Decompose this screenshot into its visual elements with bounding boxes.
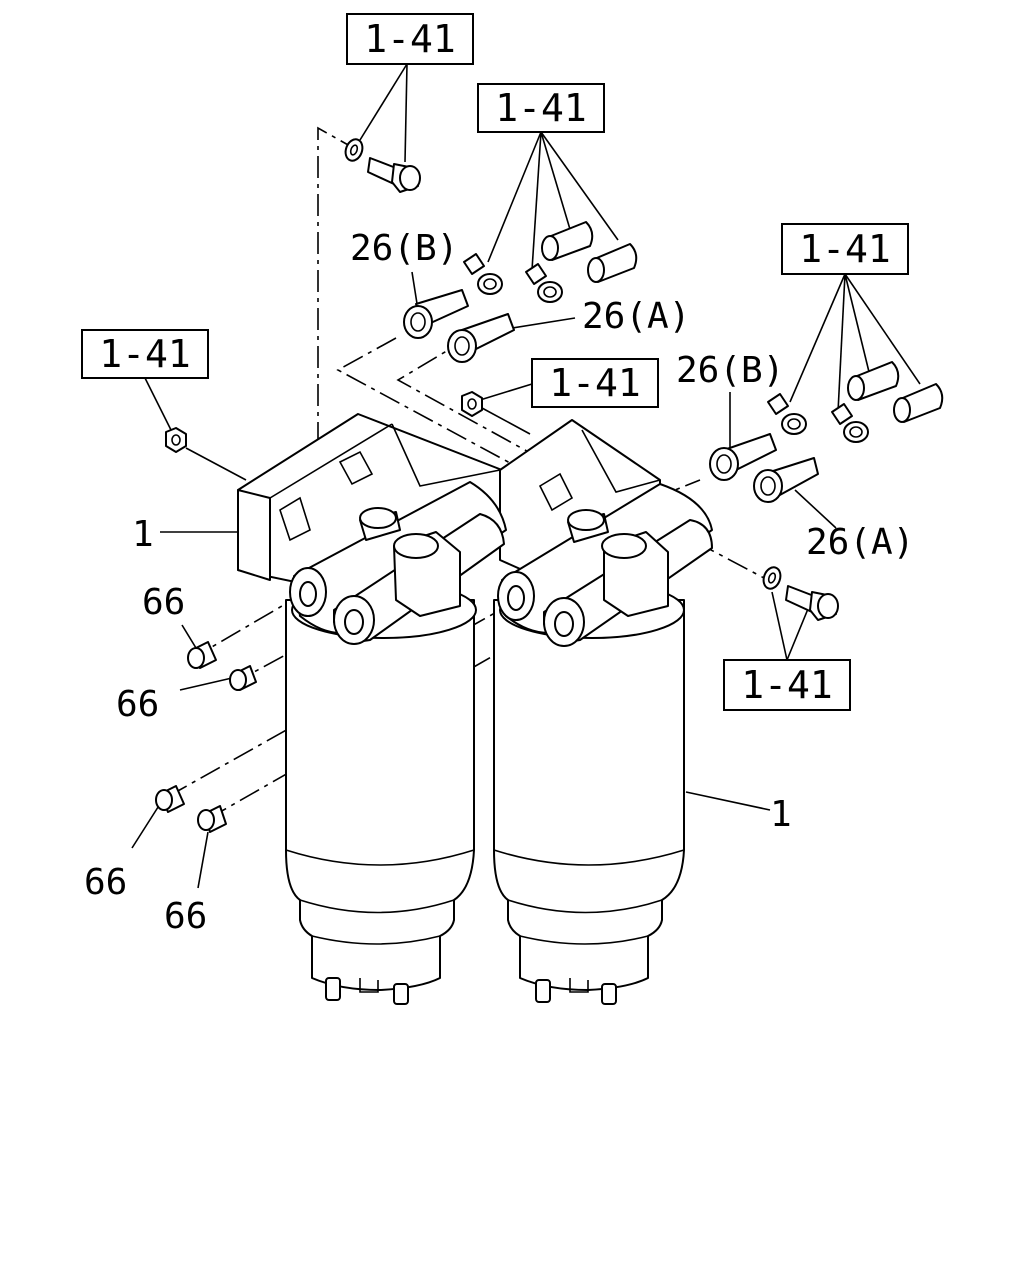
hose-clip-upper-2[interactable] <box>525 263 563 303</box>
hose-upper-1[interactable] <box>541 221 594 261</box>
washer-top[interactable] <box>343 137 366 163</box>
label-1-right: 1 <box>770 794 792 835</box>
nut-left[interactable] <box>165 427 187 453</box>
ref-box-left[interactable]: 1-41 <box>81 329 209 379</box>
right-filter-canister[interactable] <box>493 599 685 1005</box>
hose-clip-upper-1[interactable] <box>463 253 503 295</box>
leader-lines <box>131 63 921 889</box>
label-66-a: 66 <box>142 582 185 623</box>
ref-box-center[interactable]: 1-41 <box>531 358 659 408</box>
left-filter-head[interactable] <box>289 481 507 645</box>
bolt-top[interactable] <box>367 157 421 193</box>
fitting-26a-right[interactable] <box>753 457 819 503</box>
ref-box-top[interactable]: 1-41 <box>346 13 474 65</box>
left-filter-canister[interactable] <box>285 599 475 1005</box>
fitting-26b-upper[interactable] <box>403 289 469 339</box>
bolt-bottom-right[interactable] <box>785 585 839 621</box>
fitting-26b-right[interactable] <box>709 433 777 481</box>
plug-66-b[interactable] <box>229 665 257 691</box>
ref-label-bottom-right: 1-41 <box>741 663 833 707</box>
hose-clip-right-2[interactable] <box>831 403 869 443</box>
label-26b-upper: 26(B) <box>350 228 458 269</box>
label-1-left: 1 <box>132 514 154 555</box>
label-26b-right: 26(B) <box>676 350 784 391</box>
ref-label-center: 1-41 <box>549 361 641 405</box>
label-66-d: 66 <box>164 896 207 937</box>
ref-label-top: 1-41 <box>364 17 456 61</box>
hose-right-2[interactable] <box>893 383 944 423</box>
ref-label-upper-mid: 1-41 <box>495 86 587 130</box>
right-filter-head[interactable] <box>497 483 713 647</box>
hose-clip-right-1[interactable] <box>767 393 807 435</box>
fitting-26a-upper[interactable] <box>447 313 515 363</box>
ref-label-right-upper: 1-41 <box>799 227 891 271</box>
ref-box-upper-mid[interactable]: 1-41 <box>477 83 605 133</box>
label-66-c: 66 <box>84 862 127 903</box>
plug-66-d[interactable] <box>197 805 227 833</box>
label-26a-right: 26(A) <box>806 522 914 563</box>
label-26a-upper: 26(A) <box>582 296 690 337</box>
ref-box-bottom-right[interactable]: 1-41 <box>723 659 851 711</box>
plug-66-c[interactable] <box>155 785 185 813</box>
ref-box-right-upper[interactable]: 1-41 <box>781 223 909 275</box>
label-66-b: 66 <box>116 684 159 725</box>
plug-66-a[interactable] <box>187 641 217 669</box>
nut-center[interactable] <box>461 391 483 417</box>
ref-label-left: 1-41 <box>99 332 191 376</box>
hose-upper-2[interactable] <box>587 243 638 283</box>
hose-right-1[interactable] <box>847 361 900 401</box>
washer-bottom-right[interactable] <box>761 565 784 591</box>
